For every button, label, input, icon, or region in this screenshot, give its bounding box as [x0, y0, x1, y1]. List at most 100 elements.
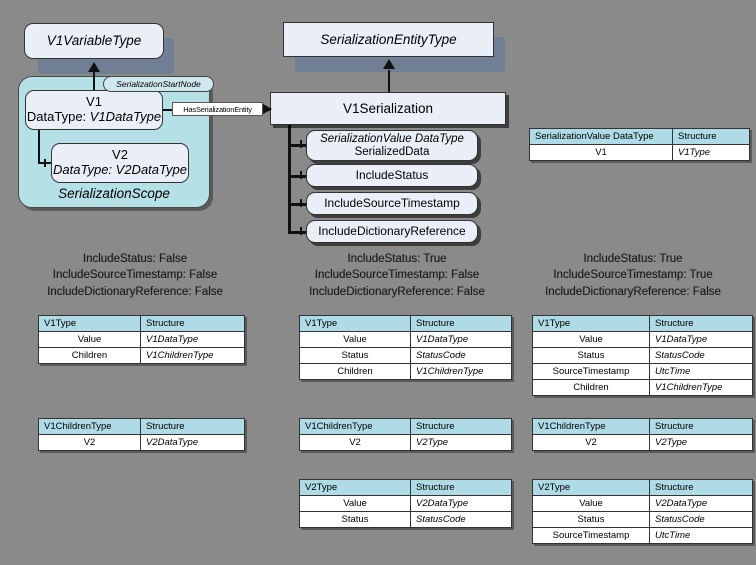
component-tick-includestatus: [300, 171, 302, 179]
node-v1-datatype: DataType: V1DataType: [26, 109, 162, 124]
table-row: Value V2DataType: [532, 495, 753, 512]
node-v2[interactable]: V2 DataType: V2DataType: [51, 143, 189, 183]
table-header-row: V1ChildrenType Structure: [38, 418, 245, 435]
table-row: V2 V2Type: [299, 434, 512, 451]
table-cell-structure: V1DataType: [140, 331, 245, 348]
inheritance-line-v1serialization: [388, 70, 390, 94]
table-header-cell: V2Type: [532, 479, 650, 496]
table-body: V2Type Structure Value V2DataType Status…: [299, 479, 512, 528]
node-serializeddata[interactable]: SerializationValue DataType SerializedDa…: [306, 130, 478, 161]
node-includesourcetimestamp[interactable]: IncludeSourceTimestamp: [306, 192, 478, 215]
table-cell-name: Value: [532, 495, 650, 512]
table-cell-name: Value: [299, 495, 411, 512]
caption-line: IncludeStatus: True: [347, 253, 447, 265]
composition-tick-v2: [44, 159, 46, 167]
table-cell-name: Status: [532, 347, 650, 364]
node-v1variabletype-label: V1VariableType: [46, 33, 142, 49]
table-header-cell: Structure: [140, 418, 245, 435]
table-cell-structure: UtcTime: [649, 363, 753, 380]
table-cell-name: V2: [532, 434, 650, 451]
node-v1-name: V1: [86, 94, 102, 110]
caption-col-3: IncludeStatus: True IncludeSourceTimesta…: [508, 251, 756, 300]
table-col1-v1type[interactable]: V1Type Structure Value V1DataType Childr…: [38, 315, 245, 364]
table-body: V1ChildrenType Structure V2 V2DataType: [38, 418, 245, 451]
node-v1[interactable]: V1 DataType: V1DataType: [25, 90, 163, 130]
caption-line: IncludeStatus: True: [583, 253, 683, 265]
caption-line: IncludeDictionaryReference: False: [309, 285, 485, 298]
table-header-row: V2Type Structure: [532, 479, 753, 496]
table-header-cell: Structure: [140, 315, 245, 332]
inheritance-arrowhead-v1serialization: [383, 59, 395, 69]
caption-line: IncludeSourceTimestamp: True: [553, 269, 713, 282]
table-row: Children V1ChildrenType: [38, 347, 245, 364]
table-col3-v2type[interactable]: V2Type Structure Value V2DataType Status…: [532, 479, 753, 544]
table-row: V2 V2Type: [532, 434, 753, 451]
table-cell-name: Status: [299, 511, 411, 528]
table-header-row: V1ChildrenType Structure: [532, 418, 753, 435]
caption-col-1: IncludeStatus: False IncludeSourceTimest…: [10, 251, 260, 300]
node-v1serialization[interactable]: V1Serialization: [270, 92, 506, 125]
table-row: Value V1DataType: [38, 331, 245, 348]
node-includedictionaryreference[interactable]: IncludeDictionaryReference: [306, 220, 478, 243]
table-cell-structure: V1Type: [672, 144, 750, 161]
table-cell-structure: V2Type: [410, 434, 512, 451]
table-cell-structure: V2Type: [649, 434, 753, 451]
node-serializeddata-type: SerializationValue DataType: [320, 132, 464, 145]
table-col1-v1childrentype[interactable]: V1ChildrenType Structure V2 V2DataType: [38, 418, 245, 451]
table-row: Status StatusCode: [532, 511, 753, 528]
label-hasserializationentity[interactable]: HasSerializationEntity: [172, 102, 263, 116]
table-col3-v1childrentype[interactable]: V1ChildrenType Structure V2 V2Type: [532, 418, 753, 451]
table-header-cell: Structure: [649, 418, 753, 435]
table-cell-name: V2: [299, 434, 411, 451]
pill-serializationstartnode[interactable]: SerializationStartNode: [103, 76, 214, 92]
caption-line: IncludeDictionaryReference: False: [545, 285, 721, 298]
node-includestatus[interactable]: IncludeStatus: [306, 164, 478, 187]
label-hasserializationentity-text: HasSerializationEntity: [183, 104, 252, 114]
caption-line: IncludeSourceTimestamp: False: [314, 269, 480, 282]
table-header-cell: V1Type: [299, 315, 411, 332]
table-header-row: V2Type Structure: [299, 479, 512, 496]
table-body: V1Type Structure Value V1DataType Status…: [532, 315, 753, 396]
table-col2-v1type[interactable]: V1Type Structure Value V1DataType Status…: [299, 315, 512, 380]
table-header-cell: Structure: [410, 315, 512, 332]
entity-structure-table[interactable]: SerializationValue DataType Structure V1…: [529, 128, 750, 161]
pill-serializationstartnode-label: SerializationStartNode: [116, 79, 201, 89]
table-cell-structure: V1DataType: [649, 331, 753, 348]
table-cell-structure: V1ChildrenType: [649, 379, 753, 396]
table-header-cell: Structure: [649, 315, 753, 332]
node-v2-datatype: DataType: V2DataType: [53, 162, 187, 177]
table-col2-v2type[interactable]: V2Type Structure Value V2DataType Status…: [299, 479, 512, 528]
composition-line-v1-v2-vertical: [38, 130, 40, 163]
table-cell-structure: UtcTime: [649, 527, 753, 544]
table-header-cell: V1ChildrenType: [299, 418, 411, 435]
node-serializationentitytype[interactable]: SerializationEntityType: [283, 22, 494, 57]
table-row: Children V1ChildrenType: [299, 363, 512, 380]
node-includesourcetimestamp-label: IncludeSourceTimestamp: [324, 195, 460, 210]
table-cell-structure: V1DataType: [410, 331, 512, 348]
entity-structure-table-body: SerializationValue DataType Structure V1…: [529, 128, 750, 161]
table-cell-structure: StatusCode: [410, 511, 512, 528]
table-header-cell: V1Type: [38, 315, 141, 332]
table-row: SourceTimestamp UtcTime: [532, 527, 753, 544]
table-cell-name: Value: [38, 331, 141, 348]
table-col3-v1type[interactable]: V1Type Structure Value V1DataType Status…: [532, 315, 753, 396]
node-v1variabletype[interactable]: V1VariableType: [24, 23, 164, 59]
table-cell-structure: StatusCode: [649, 347, 753, 364]
table-body: V1Type Structure Value V1DataType Childr…: [38, 315, 245, 364]
table-header-row: V1ChildrenType Structure: [299, 418, 512, 435]
table-body: V2Type Structure Value V2DataType Status…: [532, 479, 753, 544]
table-row: Children V1ChildrenType: [532, 379, 753, 396]
table-header-row: SerializationValue DataType Structure: [529, 128, 750, 145]
table-cell-name: SourceTimestamp: [532, 363, 650, 380]
component-branch-serializeddata: [288, 144, 307, 147]
table-header-cell: V1ChildrenType: [38, 418, 141, 435]
component-tree-trunk: [288, 125, 291, 232]
component-branch-includesourcetimestamp: [288, 203, 307, 206]
table-cell-name: Value: [299, 331, 411, 348]
table-cell-name: Children: [299, 363, 411, 380]
table-body: V1ChildrenType Structure V2 V2Type: [532, 418, 753, 451]
table-cell-structure: V2DataType: [140, 434, 245, 451]
table-header-cell: Structure: [410, 418, 512, 435]
table-col2-v1childrentype[interactable]: V1ChildrenType Structure V2 V2Type: [299, 418, 512, 451]
table-row: Status StatusCode: [532, 347, 753, 364]
